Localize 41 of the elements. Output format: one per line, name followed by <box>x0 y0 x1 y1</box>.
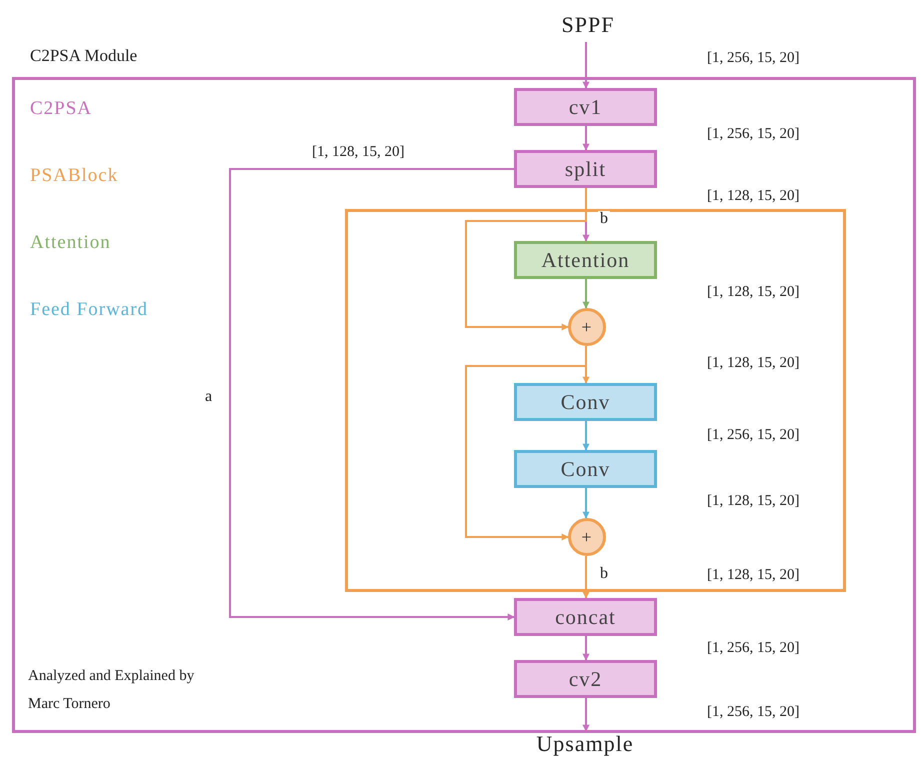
legend-entry: Feed Forward <box>30 299 148 321</box>
arrow <box>582 636 590 661</box>
arrow <box>465 188 587 330</box>
arrow <box>582 556 590 599</box>
tensor-shape-label: [1, 128, 15, 20] <box>707 188 800 205</box>
arrow <box>582 698 590 732</box>
layer-box: split <box>514 150 657 188</box>
output-label: Upsample <box>520 730 650 758</box>
tensor-shape-label: [1, 256, 15, 20] <box>707 704 800 721</box>
arrow <box>582 126 590 151</box>
legend-entry: PSABlock <box>30 165 118 187</box>
add-circle: + <box>568 518 606 556</box>
arrow <box>582 488 590 519</box>
tensor-shape-label: [1, 128, 15, 20] <box>312 144 404 161</box>
arrow <box>229 168 515 620</box>
layer-box: Conv <box>514 450 657 488</box>
arrow <box>582 42 590 89</box>
diagram-title: C2PSA Module <box>30 46 138 66</box>
layer-box: cv1 <box>514 88 657 126</box>
layer-box: Conv <box>514 383 657 421</box>
block-frame <box>345 209 846 592</box>
layer-box: Attention <box>514 241 657 279</box>
layer-box: cv2 <box>514 660 657 698</box>
layer-box: concat <box>514 598 657 636</box>
tensor-shape-label: [1, 256, 15, 20] <box>707 50 800 67</box>
author-note: Analyzed and Explained by Marc Tornero <box>28 667 196 714</box>
tensor-shape-label: [1, 128, 15, 20] <box>707 355 800 372</box>
tensor-shape-label: [1, 128, 15, 20] <box>707 493 800 510</box>
add-circle: + <box>568 308 606 346</box>
tensor-shape-label: [1, 256, 15, 20] <box>707 126 800 143</box>
tensor-shape-label: [1, 128, 15, 20] <box>707 567 800 584</box>
arrow <box>582 421 590 451</box>
tensor-shape-label: [1, 256, 15, 20] <box>707 427 800 444</box>
input-label: SPPF <box>548 8 628 42</box>
module-frame <box>12 77 916 733</box>
tensor-shape-label: [1, 256, 15, 20] <box>707 640 800 657</box>
legend-entry: C2PSA <box>30 98 92 120</box>
tensor-shape-label: [1, 128, 15, 20] <box>707 284 800 301</box>
arrow <box>582 279 590 309</box>
legend-entry: Attention <box>30 232 111 254</box>
arrow <box>465 346 587 540</box>
